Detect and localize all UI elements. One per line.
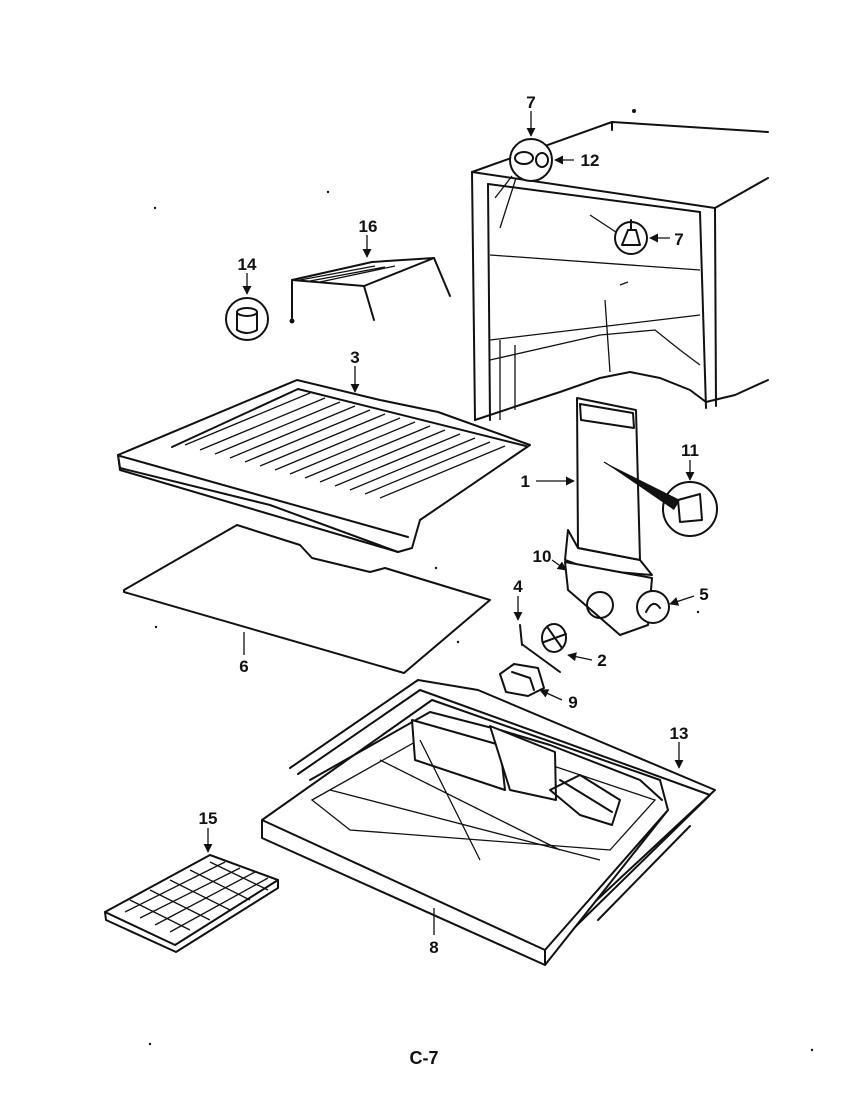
callout-14: 14: [238, 255, 257, 274]
callout-12: 12: [581, 151, 600, 170]
callout-6: 6: [239, 657, 248, 676]
callout-8: 8: [429, 938, 438, 957]
callout-11: 11: [681, 441, 699, 460]
fan-bracket-detail: [636, 590, 670, 624]
callout-labels: 7 12 7 16 14 3 1 11 10 5 4 2 9 6 13 8 15: [199, 93, 709, 957]
shelf-insulation-sheet: [123, 524, 491, 674]
callout-7-right: 7: [674, 230, 683, 249]
callout-1: 1: [521, 472, 530, 491]
ice-cube-tray: [104, 854, 279, 953]
page-code: C-7: [409, 1048, 439, 1068]
callout-10: 10: [533, 547, 552, 566]
print-specks: [148, 190, 814, 1052]
callout-2: 2: [597, 651, 606, 670]
screw-detail: [604, 462, 718, 537]
light-socket-detail: [494, 138, 648, 255]
callout-4: 4: [513, 577, 523, 596]
shelf-bracket: [291, 257, 451, 321]
leader-lines: [203, 111, 695, 935]
callout-3: 3: [350, 348, 359, 367]
callout-7-top: 7: [526, 93, 535, 112]
freezer-shelf: [117, 379, 531, 553]
callout-13: 13: [670, 724, 689, 743]
callout-16: 16: [359, 217, 378, 236]
freezer-cabinet: [471, 109, 769, 421]
callout-9: 9: [568, 693, 577, 712]
callout-5: 5: [699, 585, 708, 604]
freezer-floor-liner: [261, 679, 716, 966]
callout-15: 15: [199, 809, 218, 828]
cap-detail: [225, 297, 295, 341]
evaporator-fan-assembly: [499, 623, 567, 697]
air-duct: [564, 397, 667, 636]
